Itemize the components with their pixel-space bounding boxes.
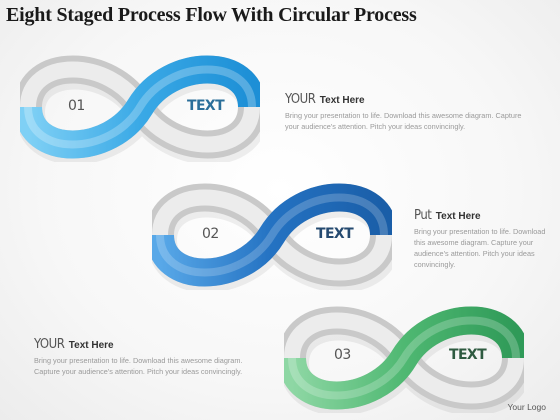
logo-placeholder: Your Logo: [507, 402, 546, 412]
heading-sub: Text Here: [68, 340, 114, 351]
stage-number-3: 03: [334, 347, 351, 363]
text-block-body: Bring your presentation to life. Downloa…: [414, 227, 546, 269]
infinity-loop-icon-2: [152, 183, 392, 290]
stage-label-3: TEXT: [449, 347, 487, 363]
stage-number-2: 02: [202, 226, 219, 242]
text-block-3: YOUR Text Here Bring your presentation t…: [34, 335, 266, 377]
stage-label-1: TEXT: [187, 98, 225, 114]
infinity-loop-icon-3: [284, 306, 524, 413]
heading-main: Put: [414, 208, 432, 223]
text-block-heading: YOUR Text Here: [285, 90, 525, 108]
text-block-heading: YOUR Text Here: [34, 335, 266, 353]
heading-sub: Text Here: [435, 211, 481, 222]
heading-sub: Text Here: [319, 95, 365, 106]
infinity-loop-icon-1: [20, 55, 260, 162]
text-block-2: Put Text Here Bring your presentation to…: [414, 206, 556, 270]
stage-label-2: TEXT: [316, 226, 354, 242]
text-block-body: Bring your presentation to life. Downloa…: [34, 356, 243, 376]
text-block-heading: Put Text Here: [414, 206, 556, 224]
heading-main: YOUR: [285, 92, 316, 107]
page-title: Eight Staged Process Flow With Circular …: [6, 4, 417, 26]
stage-number-1: 01: [68, 98, 85, 114]
heading-main: YOUR: [34, 337, 65, 352]
text-block-1: YOUR Text Here Bring your presentation t…: [285, 90, 525, 132]
text-block-body: Bring your presentation to life. Downloa…: [285, 111, 522, 131]
